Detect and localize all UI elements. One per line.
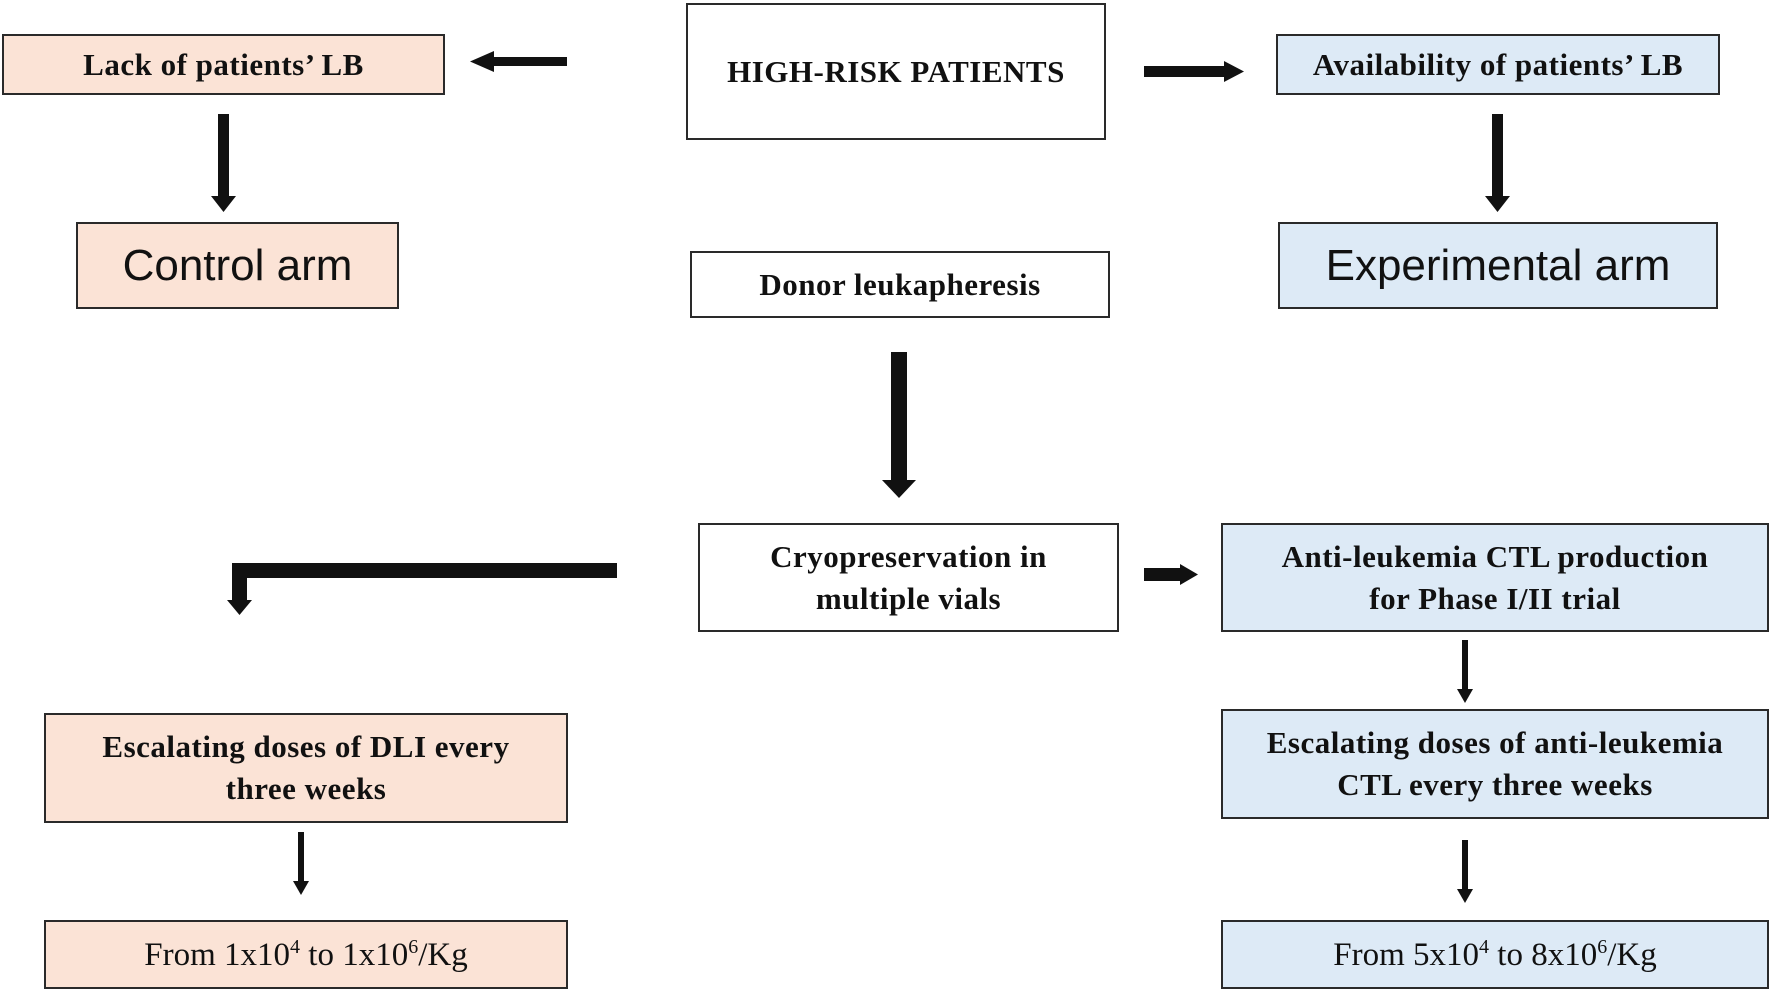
dose-range-left-label: From 1x104 to 1x106/Kg: [144, 936, 467, 974]
arrow-to-lack-lb: [470, 51, 567, 72]
lack-lb-box: Lack of patients’ LB: [2, 34, 445, 95]
control-arm-box: Control arm: [76, 222, 399, 309]
arrow-to-control-arm: [211, 114, 236, 212]
escalating-dli-box: Escalating doses of DLI every three week…: [44, 713, 568, 823]
donor-leukapheresis-label: Donor leukapheresis: [759, 266, 1041, 302]
escalating-ctl-box: Escalating doses of anti-leukemia CTL ev…: [1221, 709, 1769, 819]
arrow-to-availability-lb: [1144, 61, 1244, 82]
availability-lb-box: Availability of patients’ LB: [1276, 34, 1720, 95]
dose-right-from: From 5x10: [1333, 936, 1480, 973]
cryopreservation-line-1: Cryopreservation in: [770, 538, 1047, 574]
dose-left-from: From 1x10: [144, 936, 291, 973]
dose-right-exp-2: 6: [1597, 935, 1608, 958]
dose-left-unit: /Kg: [418, 936, 468, 973]
ctl-production-line-2: for Phase I/II trial: [1369, 580, 1621, 616]
arrow-to-cryopreservation: [882, 352, 916, 498]
escalating-dli-line-1: Escalating doses of DLI every: [102, 729, 510, 765]
dose-left-to: to 1x10: [300, 936, 409, 973]
escalating-ctl-line-2: CTL every three weeks: [1337, 767, 1653, 802]
dose-range-left-box: From 1x104 to 1x106/Kg: [44, 920, 568, 989]
arrow-to-dose-right: [1457, 840, 1473, 903]
ctl-production-line-1: Anti-leukemia CTL production: [1281, 538, 1709, 574]
high-risk-patients-box: HIGH-RISK PATIENTS: [686, 3, 1106, 140]
cryopreservation-line-2: multiple vials: [815, 580, 1002, 616]
dose-left-exp-1: 4: [290, 935, 301, 958]
escalating-dli-line-2: three weeks: [225, 771, 387, 806]
arrow-to-escalating-ctl: [1457, 640, 1473, 703]
experimental-arm-box: Experimental arm: [1278, 222, 1718, 309]
arrow-to-ctl-production: [1144, 564, 1198, 585]
escalating-ctl-line-1: Escalating doses of anti-leukemia: [1266, 725, 1724, 761]
arrow-to-dose-left: [293, 832, 309, 895]
dose-right-unit: /Kg: [1607, 936, 1657, 973]
arrow-to-experimental-arm: [1485, 114, 1510, 212]
ctl-production-box: Anti-leukemia CTL production for Phase I…: [1221, 523, 1769, 632]
dose-left-exp-2: 6: [408, 935, 419, 958]
dose-right-exp-1: 4: [1479, 935, 1490, 958]
cryopreservation-box: Cryopreservation in multiple vials: [698, 523, 1119, 632]
donor-leukapheresis-box: Donor leukapheresis: [690, 251, 1110, 318]
dose-right-to: to 8x10: [1489, 936, 1598, 973]
dose-range-right-box: From 5x104 to 8x106/Kg: [1221, 920, 1769, 989]
availability-lb-label: Availability of patients’ LB: [1312, 46, 1684, 82]
high-risk-patients-label: HIGH-RISK PATIENTS: [727, 53, 1065, 89]
control-arm-label: Control arm: [122, 240, 353, 290]
lack-lb-label: Lack of patients’ LB: [83, 46, 364, 82]
dose-range-right-label: From 5x104 to 8x106/Kg: [1333, 936, 1656, 974]
experimental-arm-label: Experimental arm: [1325, 240, 1671, 290]
arrow-to-dli: [227, 563, 617, 615]
